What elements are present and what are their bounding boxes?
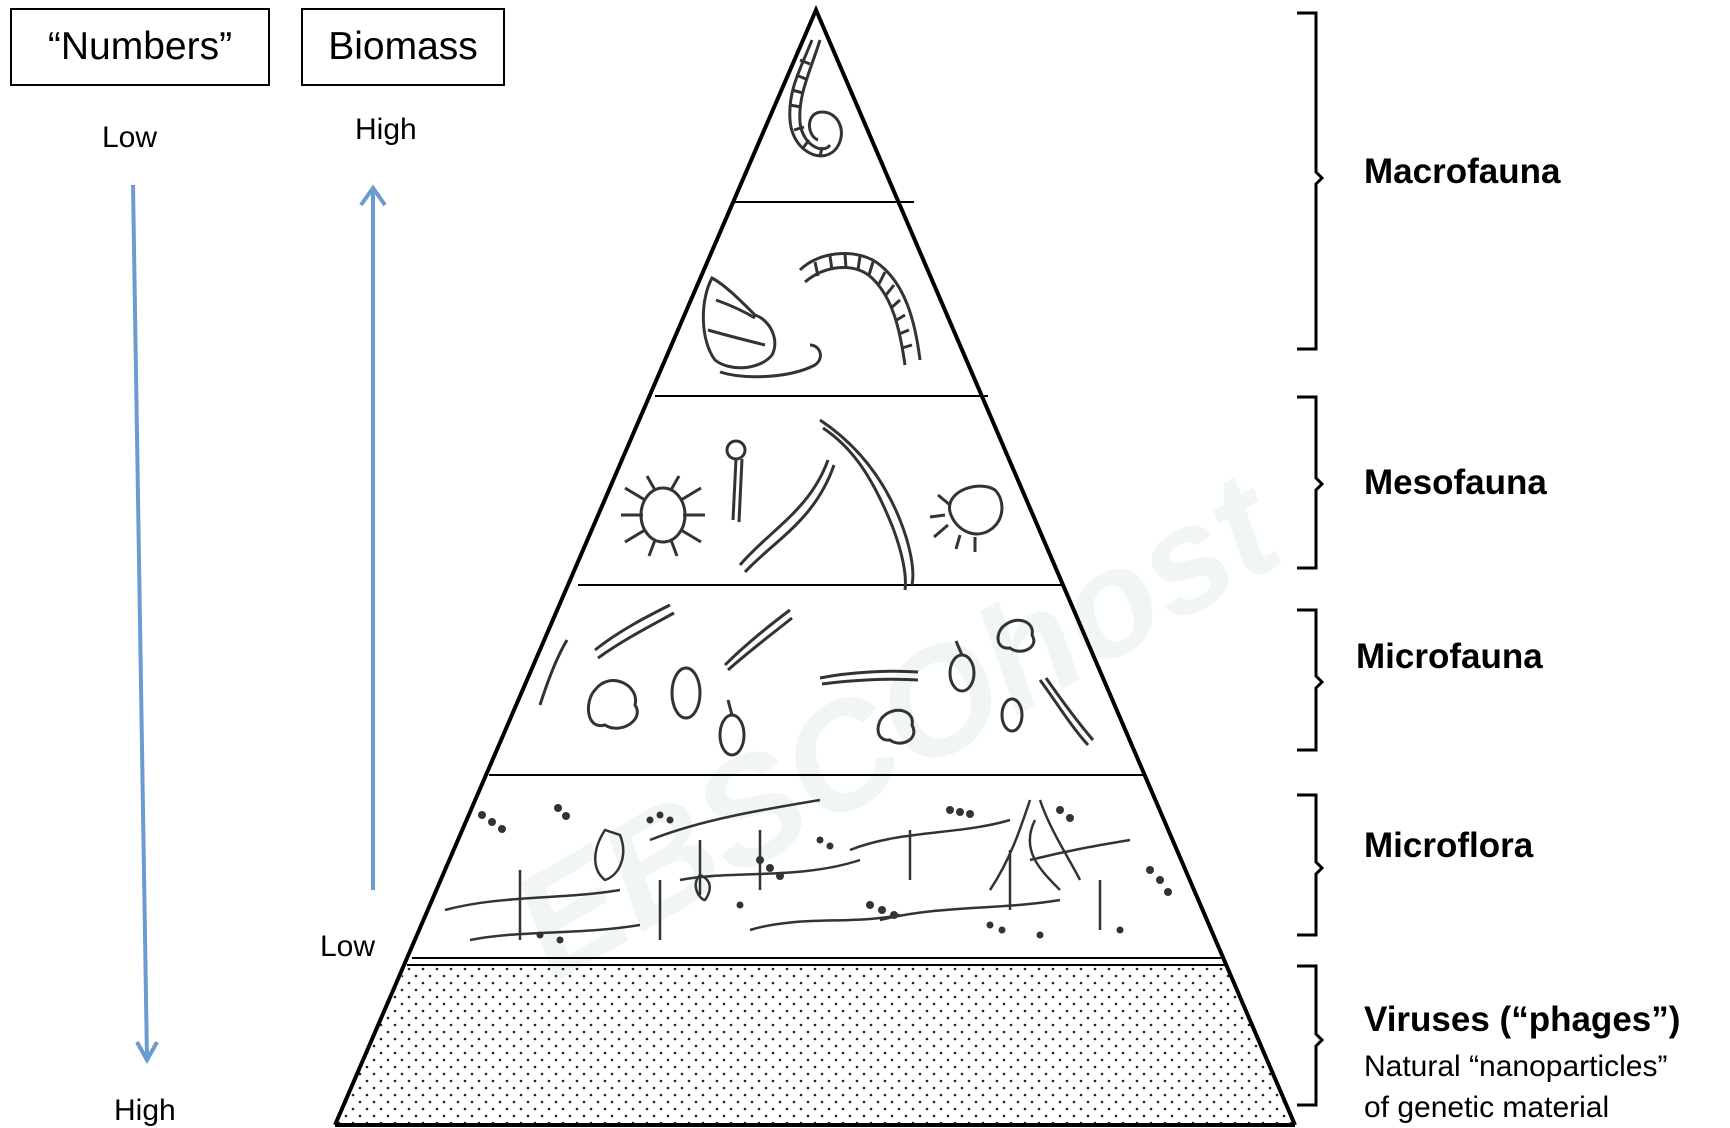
macrofauna-label: Macrofauna <box>1364 152 1560 192</box>
numbers-arrow <box>133 185 157 1060</box>
biomass-header-box: Biomass <box>301 8 505 86</box>
viruses-brace <box>1297 966 1322 1105</box>
biomass-header-label: Biomass <box>328 25 478 69</box>
microflora-label: Microflora <box>1364 826 1533 866</box>
viruses-label: Viruses (“phages”) <box>1364 1000 1680 1040</box>
biomass-arrow <box>361 188 385 890</box>
protozoa-illustration <box>540 605 1093 755</box>
bacteria-illustration <box>478 804 1172 944</box>
numbers-header-box: “Numbers” <box>10 8 270 86</box>
biomass-high-label: High <box>355 113 417 147</box>
nematode-illustration <box>727 420 913 590</box>
microflora-brace <box>1297 795 1322 935</box>
macrofauna-brace <box>1297 13 1322 349</box>
numbers-high-label: High <box>114 1094 176 1128</box>
microflora-illustration <box>445 800 1130 940</box>
viruses-note-line2: of genetic material <box>1364 1087 1609 1128</box>
viruses-note-line1: Natural “nanoparticles” <box>1364 1046 1667 1087</box>
mesofauna-brace <box>1297 397 1322 568</box>
microfauna-label: Microfauna <box>1356 637 1543 677</box>
viruses-layer <box>335 965 1295 1125</box>
biomass-low-label: Low <box>320 930 375 964</box>
springtail-illustration <box>930 486 1002 552</box>
snail-illustration <box>703 278 820 377</box>
microfauna-brace <box>1297 610 1322 750</box>
layer-dividers <box>407 202 1227 965</box>
numbers-header-label: “Numbers” <box>48 25 232 69</box>
numbers-low-label: Low <box>102 121 157 155</box>
mesofauna-label: Mesofauna <box>1364 463 1547 503</box>
mite-illustration <box>621 476 705 556</box>
